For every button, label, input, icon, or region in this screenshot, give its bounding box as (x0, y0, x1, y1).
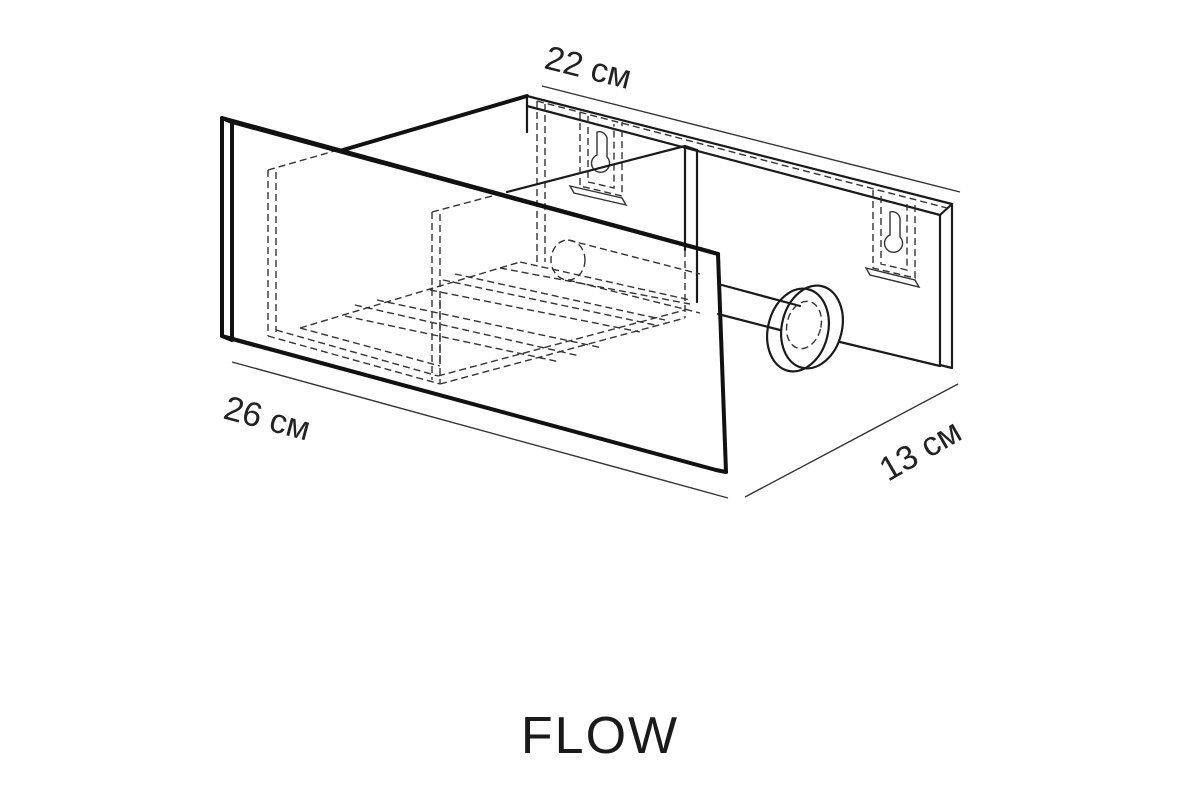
slatted-floor-hidden-edges (299, 261, 691, 367)
paper-roll-rod (716, 282, 802, 332)
product-name: FLOW (520, 707, 680, 765)
keyhole-mount-right (864, 190, 921, 289)
back-wall-panel (525, 94, 954, 370)
dimension-label-width: 22 см (541, 39, 635, 97)
dimension-line-depth (744, 383, 959, 498)
top-frame (341, 94, 699, 304)
keyhole-mount-left (568, 112, 628, 207)
inner-drawer-hidden-edges (267, 149, 686, 385)
dimension-label-length: 26 см (220, 389, 314, 448)
dimension-line-length (231, 361, 729, 499)
dimension-label-depth: 13 см (873, 412, 968, 489)
front-panel (220, 116, 728, 474)
rod-end-cap (766, 284, 844, 373)
rod-hidden-edges (550, 239, 701, 314)
dimension-line-width (541, 85, 961, 193)
